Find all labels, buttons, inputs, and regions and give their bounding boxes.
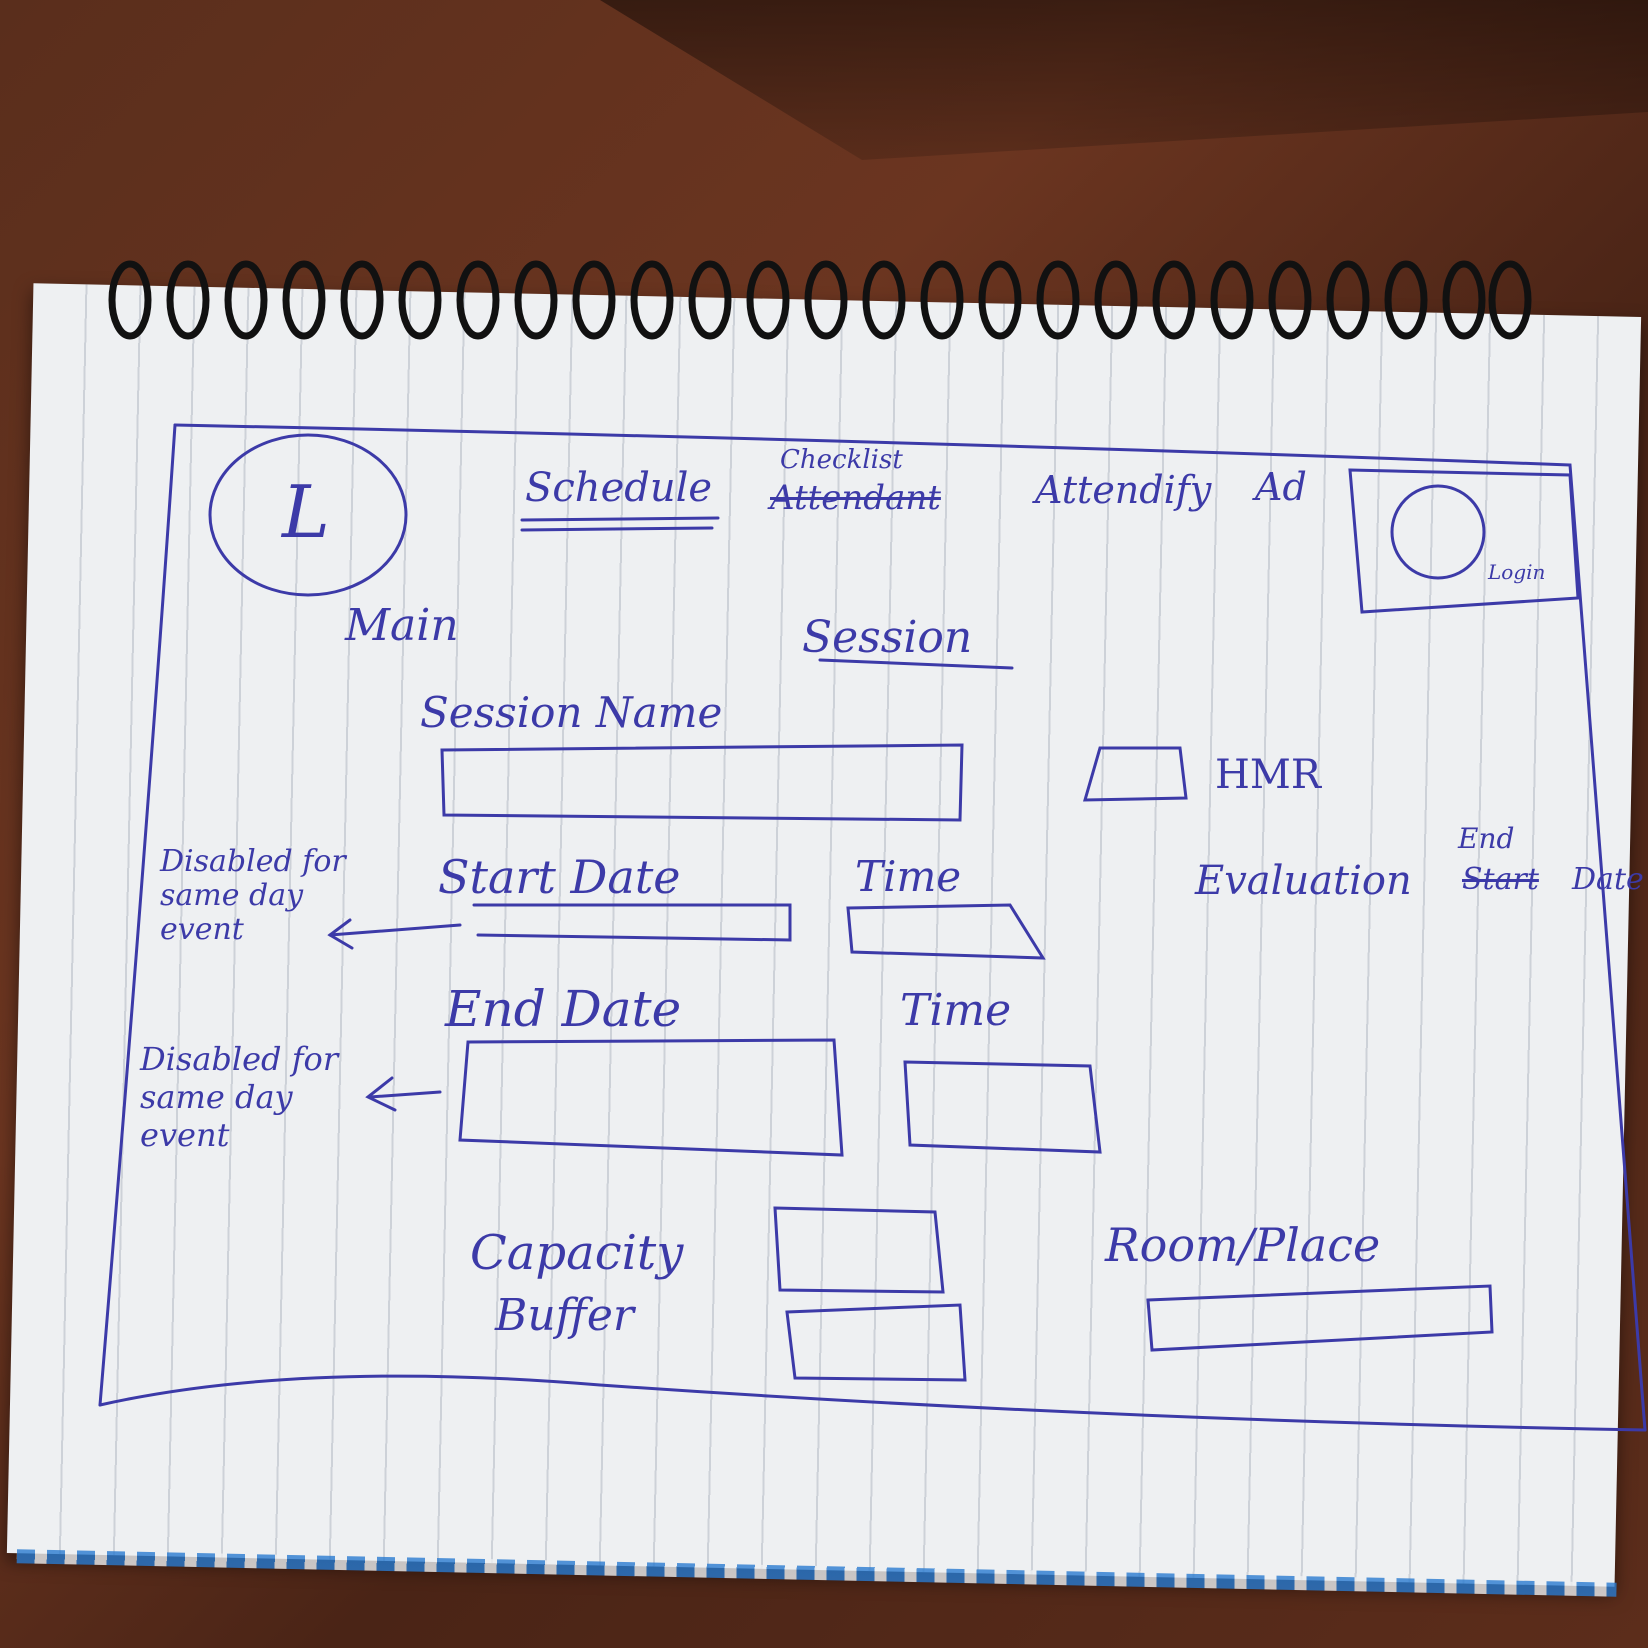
session-name-label: Session Name [420,688,723,737]
start-time-label: Time [855,852,962,901]
eval-start-struck: Start [1462,862,1539,897]
session-name-input[interactable] [445,752,955,812]
buffer-stepper[interactable] [790,1310,960,1378]
form-title: Session [802,612,973,663]
end-time-input[interactable] [908,1066,1093,1146]
end-date-input[interactable] [468,1045,836,1150]
room-place-input[interactable] [1150,1292,1490,1344]
evaluation-label: Evaluation [1195,858,1412,904]
hmr-checkbox[interactable] [1100,750,1180,798]
eval-end-inserted: End [1458,822,1515,855]
capacity-stepper[interactable] [778,1210,938,1288]
capacity-label: Capacity [470,1225,684,1281]
logo-letter[interactable]: L [282,470,330,554]
note-start-disabled: Disabled for same day event [160,844,346,947]
hmr-label: HMR [1215,752,1321,798]
sidebar-item-main[interactable]: Main [345,600,459,651]
nav-item-checklist[interactable]: Checklist [780,445,903,475]
end-time-label: Time [900,985,1012,1036]
buffer-label: Buffer [495,1290,634,1341]
nav-item-schedule[interactable]: Schedule [525,465,713,511]
frame-top [173,423,1647,1432]
eval-date-label: Date [1572,862,1644,897]
spiral-binding [108,260,1532,340]
start-date-input[interactable] [478,905,788,937]
login-label[interactable]: Login [1488,560,1546,584]
nav-item-attendify[interactable]: Attendify [1035,468,1212,512]
note-end-disabled: Disabled for same day event [140,1040,339,1154]
end-date-label: End Date [445,980,682,1038]
room-place-label: Room/Place [1105,1218,1381,1272]
start-date-label: Start Date [438,850,681,904]
nav-item-attendant-struck: Attendant [770,478,941,518]
start-time-input[interactable] [852,908,1032,953]
nav-item-ad[interactable]: Ad [1255,465,1307,509]
